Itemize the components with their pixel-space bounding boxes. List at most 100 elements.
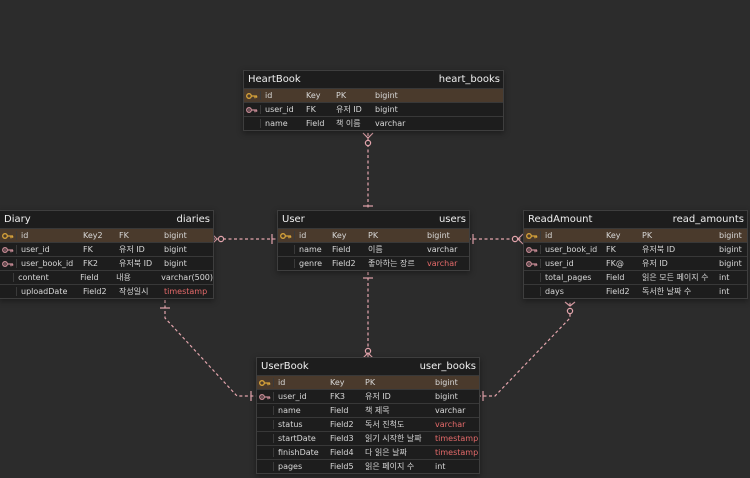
column-type: varchar bbox=[435, 420, 466, 429]
column-type: bigint bbox=[719, 245, 742, 254]
column-key: FK bbox=[606, 245, 616, 254]
column-key: Key2 bbox=[83, 231, 103, 240]
column-type: timestamp bbox=[435, 434, 479, 443]
table-alias: diaries bbox=[176, 214, 210, 225]
table-name: ReadAmount bbox=[528, 214, 593, 225]
column-comment: 유저 ID bbox=[336, 105, 362, 114]
key-icon bbox=[280, 232, 292, 239]
column-comment: 독서한 날짜 수 bbox=[642, 287, 692, 296]
foreign-key-icon bbox=[246, 106, 258, 113]
table-name: HeartBook bbox=[248, 74, 301, 85]
column-name: id bbox=[273, 378, 326, 387]
column-comment: 유저북 ID bbox=[642, 245, 676, 254]
table-row[interactable]: name Field 책 이름 varchar bbox=[244, 116, 503, 130]
table-header: User users bbox=[278, 211, 469, 228]
table-header: HeartBook heart_books bbox=[244, 71, 503, 88]
column-name: user_id bbox=[16, 245, 79, 254]
column-name: uploadDate bbox=[16, 287, 79, 296]
column-key: Field bbox=[80, 273, 99, 282]
table-alias: users bbox=[438, 214, 466, 225]
column-key: Key bbox=[606, 231, 621, 240]
key-cell bbox=[257, 379, 273, 387]
foreign-key-icon bbox=[2, 246, 14, 253]
column-name: id bbox=[16, 231, 79, 240]
column-name: name bbox=[260, 119, 302, 128]
column-comment: 유저 ID bbox=[365, 392, 391, 401]
column-name: user_id bbox=[260, 105, 302, 114]
key-cell bbox=[278, 232, 294, 240]
column-key: Field bbox=[306, 119, 325, 128]
column-name: total_pages bbox=[540, 273, 602, 282]
column-type: bigint bbox=[719, 231, 742, 240]
column-comment: 작성일시 bbox=[119, 287, 149, 296]
table-alias: heart_books bbox=[438, 74, 500, 85]
foreign-key-icon bbox=[526, 246, 538, 253]
column-comment: PK bbox=[368, 231, 379, 240]
column-key: Field2 bbox=[330, 420, 354, 429]
column-comment: 유저 ID bbox=[642, 259, 668, 268]
column-type: bigint bbox=[164, 259, 187, 268]
key-cell bbox=[0, 246, 16, 254]
table-row[interactable]: user_id FK@ 유저 ID bigint bbox=[524, 256, 747, 270]
column-type: bigint bbox=[719, 259, 742, 268]
key-icon bbox=[259, 379, 271, 386]
column-name: startDate bbox=[273, 434, 326, 443]
column-key: FK3 bbox=[330, 392, 345, 401]
column-type: varchar bbox=[375, 119, 406, 128]
column-comment: 책 이름 bbox=[336, 119, 361, 128]
key-cell bbox=[0, 260, 16, 268]
key-cell bbox=[524, 260, 540, 268]
column-key: Field bbox=[332, 245, 351, 254]
column-comment: FK bbox=[119, 231, 129, 240]
column-name: user_id bbox=[273, 392, 326, 401]
column-comment: 이름 bbox=[368, 245, 383, 254]
column-type: bigint bbox=[375, 105, 398, 114]
column-comment: 좋아하는 장르 bbox=[368, 259, 415, 268]
column-key: Field bbox=[330, 406, 349, 415]
key-icon bbox=[2, 232, 14, 239]
column-name: id bbox=[260, 91, 302, 100]
key-cell bbox=[524, 232, 540, 240]
table-name: User bbox=[282, 214, 305, 225]
column-name: name bbox=[273, 406, 326, 415]
column-key: Field2 bbox=[332, 259, 356, 268]
table-row[interactable]: user_id FK3 유저 ID bigint bbox=[257, 389, 479, 403]
column-key: Field5 bbox=[330, 462, 354, 471]
column-name: user_id bbox=[540, 259, 602, 268]
column-comment: 독서 진척도 bbox=[365, 420, 405, 429]
key-cell bbox=[0, 232, 16, 240]
table-name: UserBook bbox=[261, 361, 309, 372]
column-type: int bbox=[435, 462, 446, 471]
column-key: FK@ bbox=[606, 259, 624, 268]
column-comment: 다 읽은 날짜 bbox=[365, 448, 407, 457]
column-type: bigint bbox=[435, 392, 458, 401]
